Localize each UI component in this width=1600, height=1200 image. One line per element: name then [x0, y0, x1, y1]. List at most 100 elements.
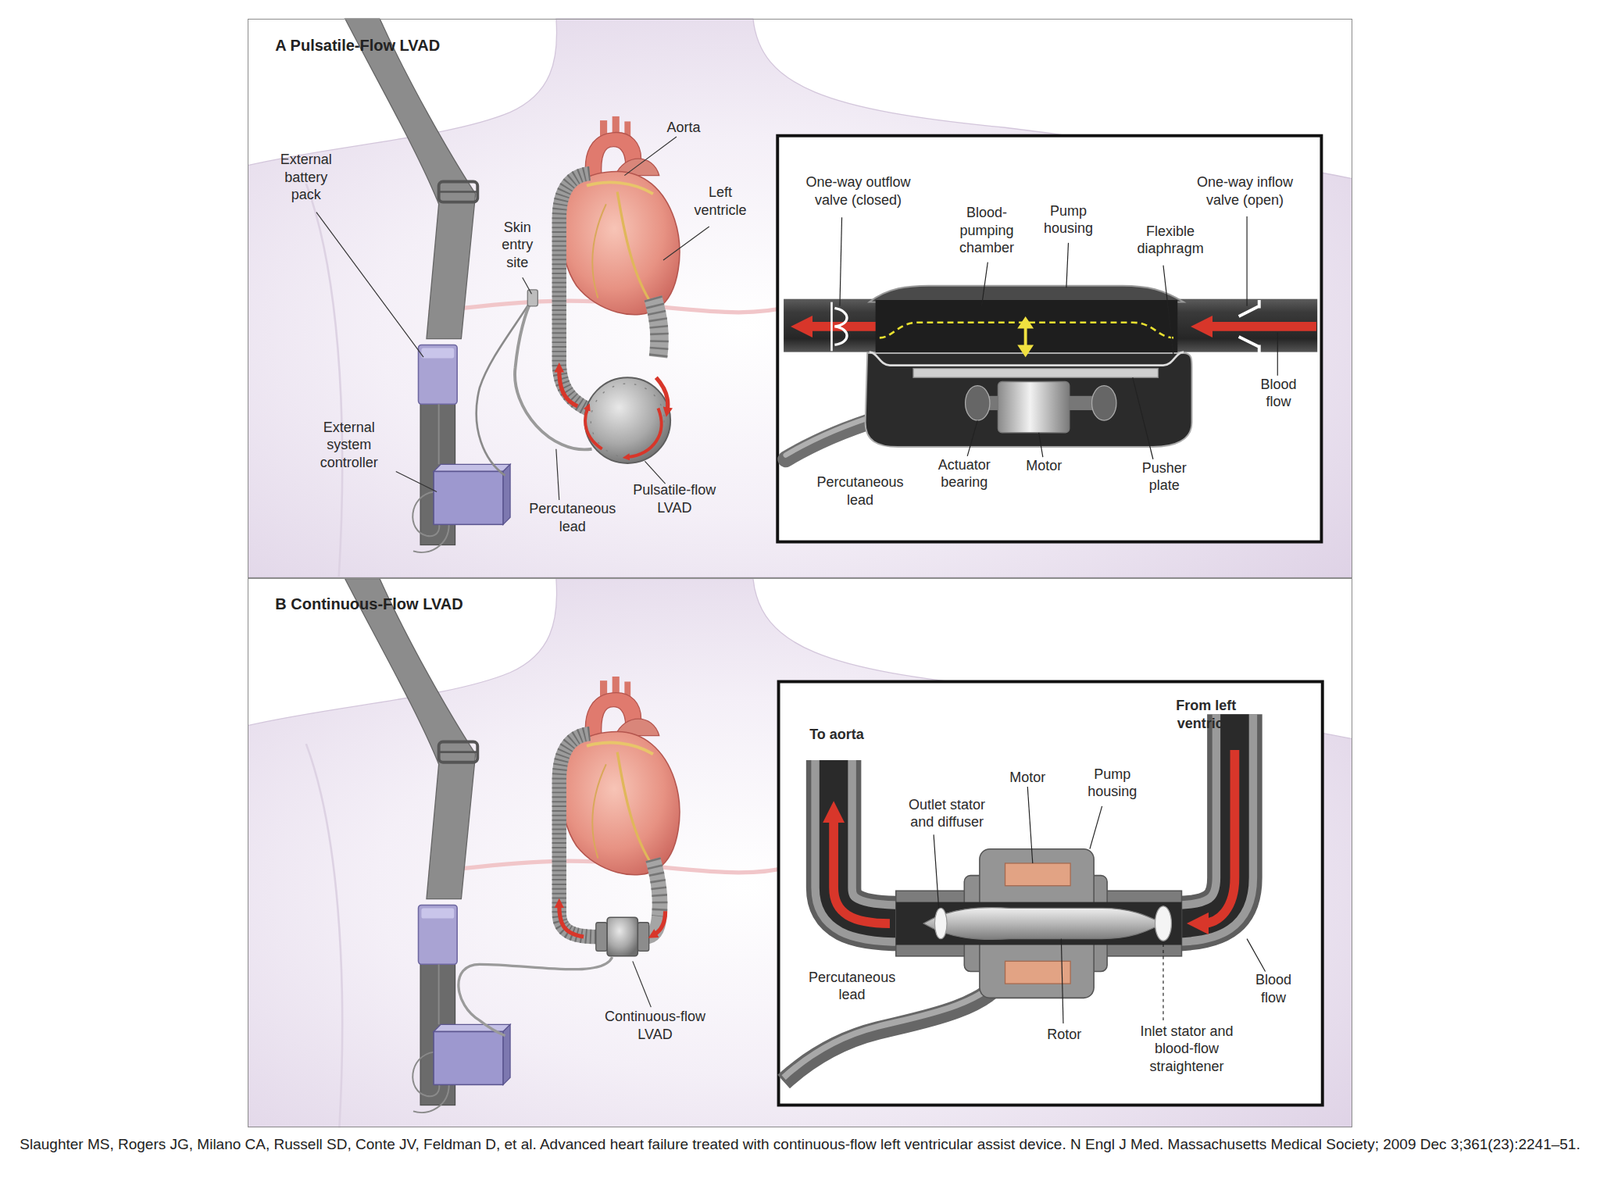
illustration-part: [1132, 377, 1154, 459]
illustration-part: [933, 834, 940, 908]
percutaneous-lead: [458, 957, 613, 1036]
flow-lumen: [896, 902, 1183, 946]
flow-arrow: [585, 407, 603, 449]
leader-lines: [839, 216, 1278, 460]
rotor: [923, 907, 1164, 940]
graft-rings: [559, 173, 597, 413]
panel-a-art: [247, 18, 1352, 579]
illustration-part: [1246, 939, 1266, 972]
illustration-part: [1066, 242, 1069, 288]
battery-and-controller: [344, 18, 511, 553]
part-label: External system controller: [307, 418, 390, 472]
percutaneous-lead: [783, 979, 1003, 1083]
outflow-graft: [559, 733, 597, 937]
flow-arrow: [833, 816, 890, 924]
part-label: Pump housing: [1037, 202, 1099, 238]
illustration-part: [1246, 216, 1247, 307]
outflow-valve: [834, 307, 847, 345]
pulsatile-pump: [584, 377, 671, 464]
outflow-graft: [559, 173, 597, 413]
heart: [557, 676, 680, 875]
battery-and-controller: [344, 578, 511, 1113]
part-label: Blood-pumping chamber: [953, 203, 1021, 258]
illustration-part: [1162, 940, 1164, 1021]
flow-arrow: [1206, 321, 1317, 332]
illustration-part: [1039, 432, 1043, 458]
pump-flange: [596, 922, 608, 952]
illustration-part: [1173, 714, 1235, 924]
part-label: Left ventricle: [684, 183, 756, 219]
illustration-part: [644, 460, 665, 484]
illustration-part: [396, 471, 437, 492]
part-label: Percutaneous lead: [803, 968, 901, 1004]
illustration-part: [1173, 714, 1235, 924]
battery-cable: [438, 964, 440, 1025]
illustration-part: [833, 760, 904, 924]
actuator-bearing: [1092, 385, 1117, 421]
battery-cable: [438, 403, 440, 465]
flow-arrow: [653, 910, 665, 935]
torso: [247, 578, 1352, 1129]
illustration-part: [839, 217, 843, 307]
leader-lines: [316, 136, 710, 500]
pump-ticks: [590, 383, 665, 458]
continuous-pump: [607, 917, 638, 957]
lead-highlight: [783, 975, 1003, 1079]
part-label: One-way outflow valve (closed): [799, 173, 917, 209]
illustration-part: [1089, 806, 1103, 850]
skin-connector: [527, 289, 538, 307]
pusher-plate: [913, 368, 1158, 379]
part-label: One-way inflow valve (open): [1185, 173, 1304, 209]
actuator-bearing: [965, 385, 990, 421]
flow-arrow: [559, 369, 579, 407]
inflow-tube: [1173, 714, 1235, 924]
illustration-scale: [247, 18, 1352, 1139]
citation-caption: Slaughter MS, Rogers JG, Milano CA, Russ…: [7, 1134, 1593, 1156]
flow-arrow: [627, 407, 661, 458]
heart: [557, 116, 680, 315]
part-label: Rotor: [1033, 1025, 1095, 1044]
part-label: External battery pack: [270, 150, 342, 204]
illustration-part: [624, 136, 677, 176]
leader-line: [632, 960, 652, 1008]
illustration-part: [1277, 332, 1279, 376]
flow-arrow: [656, 377, 668, 411]
flow-arrow: [806, 321, 876, 332]
part-label: Inlet stator and blood-flow straightener: [1128, 1022, 1246, 1076]
part-label: Blood flow: [1250, 971, 1297, 1007]
inlet-stator: [1155, 906, 1172, 941]
part-label: Pump housing: [1081, 765, 1143, 801]
pump-housing-lower: [865, 353, 1193, 447]
part-label: Actuator bearing: [923, 456, 1005, 492]
part-label: Blood flow: [1255, 375, 1302, 411]
panel-b-art: [247, 578, 1352, 1129]
outflow-valve: [830, 302, 833, 352]
illustration-part: [967, 420, 978, 457]
part-label: Pulsatile-flow LVAD: [625, 481, 723, 517]
cannula-rings: [653, 297, 660, 358]
part-label: Pusher plate: [1135, 459, 1193, 495]
illustration-part: [1163, 265, 1174, 356]
flow-arrow: [1202, 750, 1236, 924]
graft-rings: [559, 733, 597, 937]
illustration-part: [316, 212, 424, 358]
part-label: Percutaneous lead: [524, 500, 622, 536]
cannula-rings: [653, 859, 661, 917]
outflow-tube: [833, 760, 904, 924]
illustration-part: [981, 262, 988, 307]
illustration-part: [833, 760, 904, 924]
panel-frame: A Pulsatile-Flow LVAD: [247, 18, 1352, 579]
inset-box: [777, 135, 1322, 543]
illustration-part: [833, 760, 904, 924]
panel-heading: B Continuous-Flow LVAD: [275, 595, 463, 614]
part-label: Outlet stator and diffuser: [896, 796, 999, 832]
flow-arrow: [559, 905, 584, 937]
pump-housing-top: [869, 285, 1184, 303]
outlet-stator: [934, 907, 947, 939]
illustration-part: [1027, 786, 1033, 864]
illustration-part: [1173, 714, 1235, 924]
part-label: Aorta: [653, 118, 715, 137]
illustration-part: [522, 277, 533, 294]
